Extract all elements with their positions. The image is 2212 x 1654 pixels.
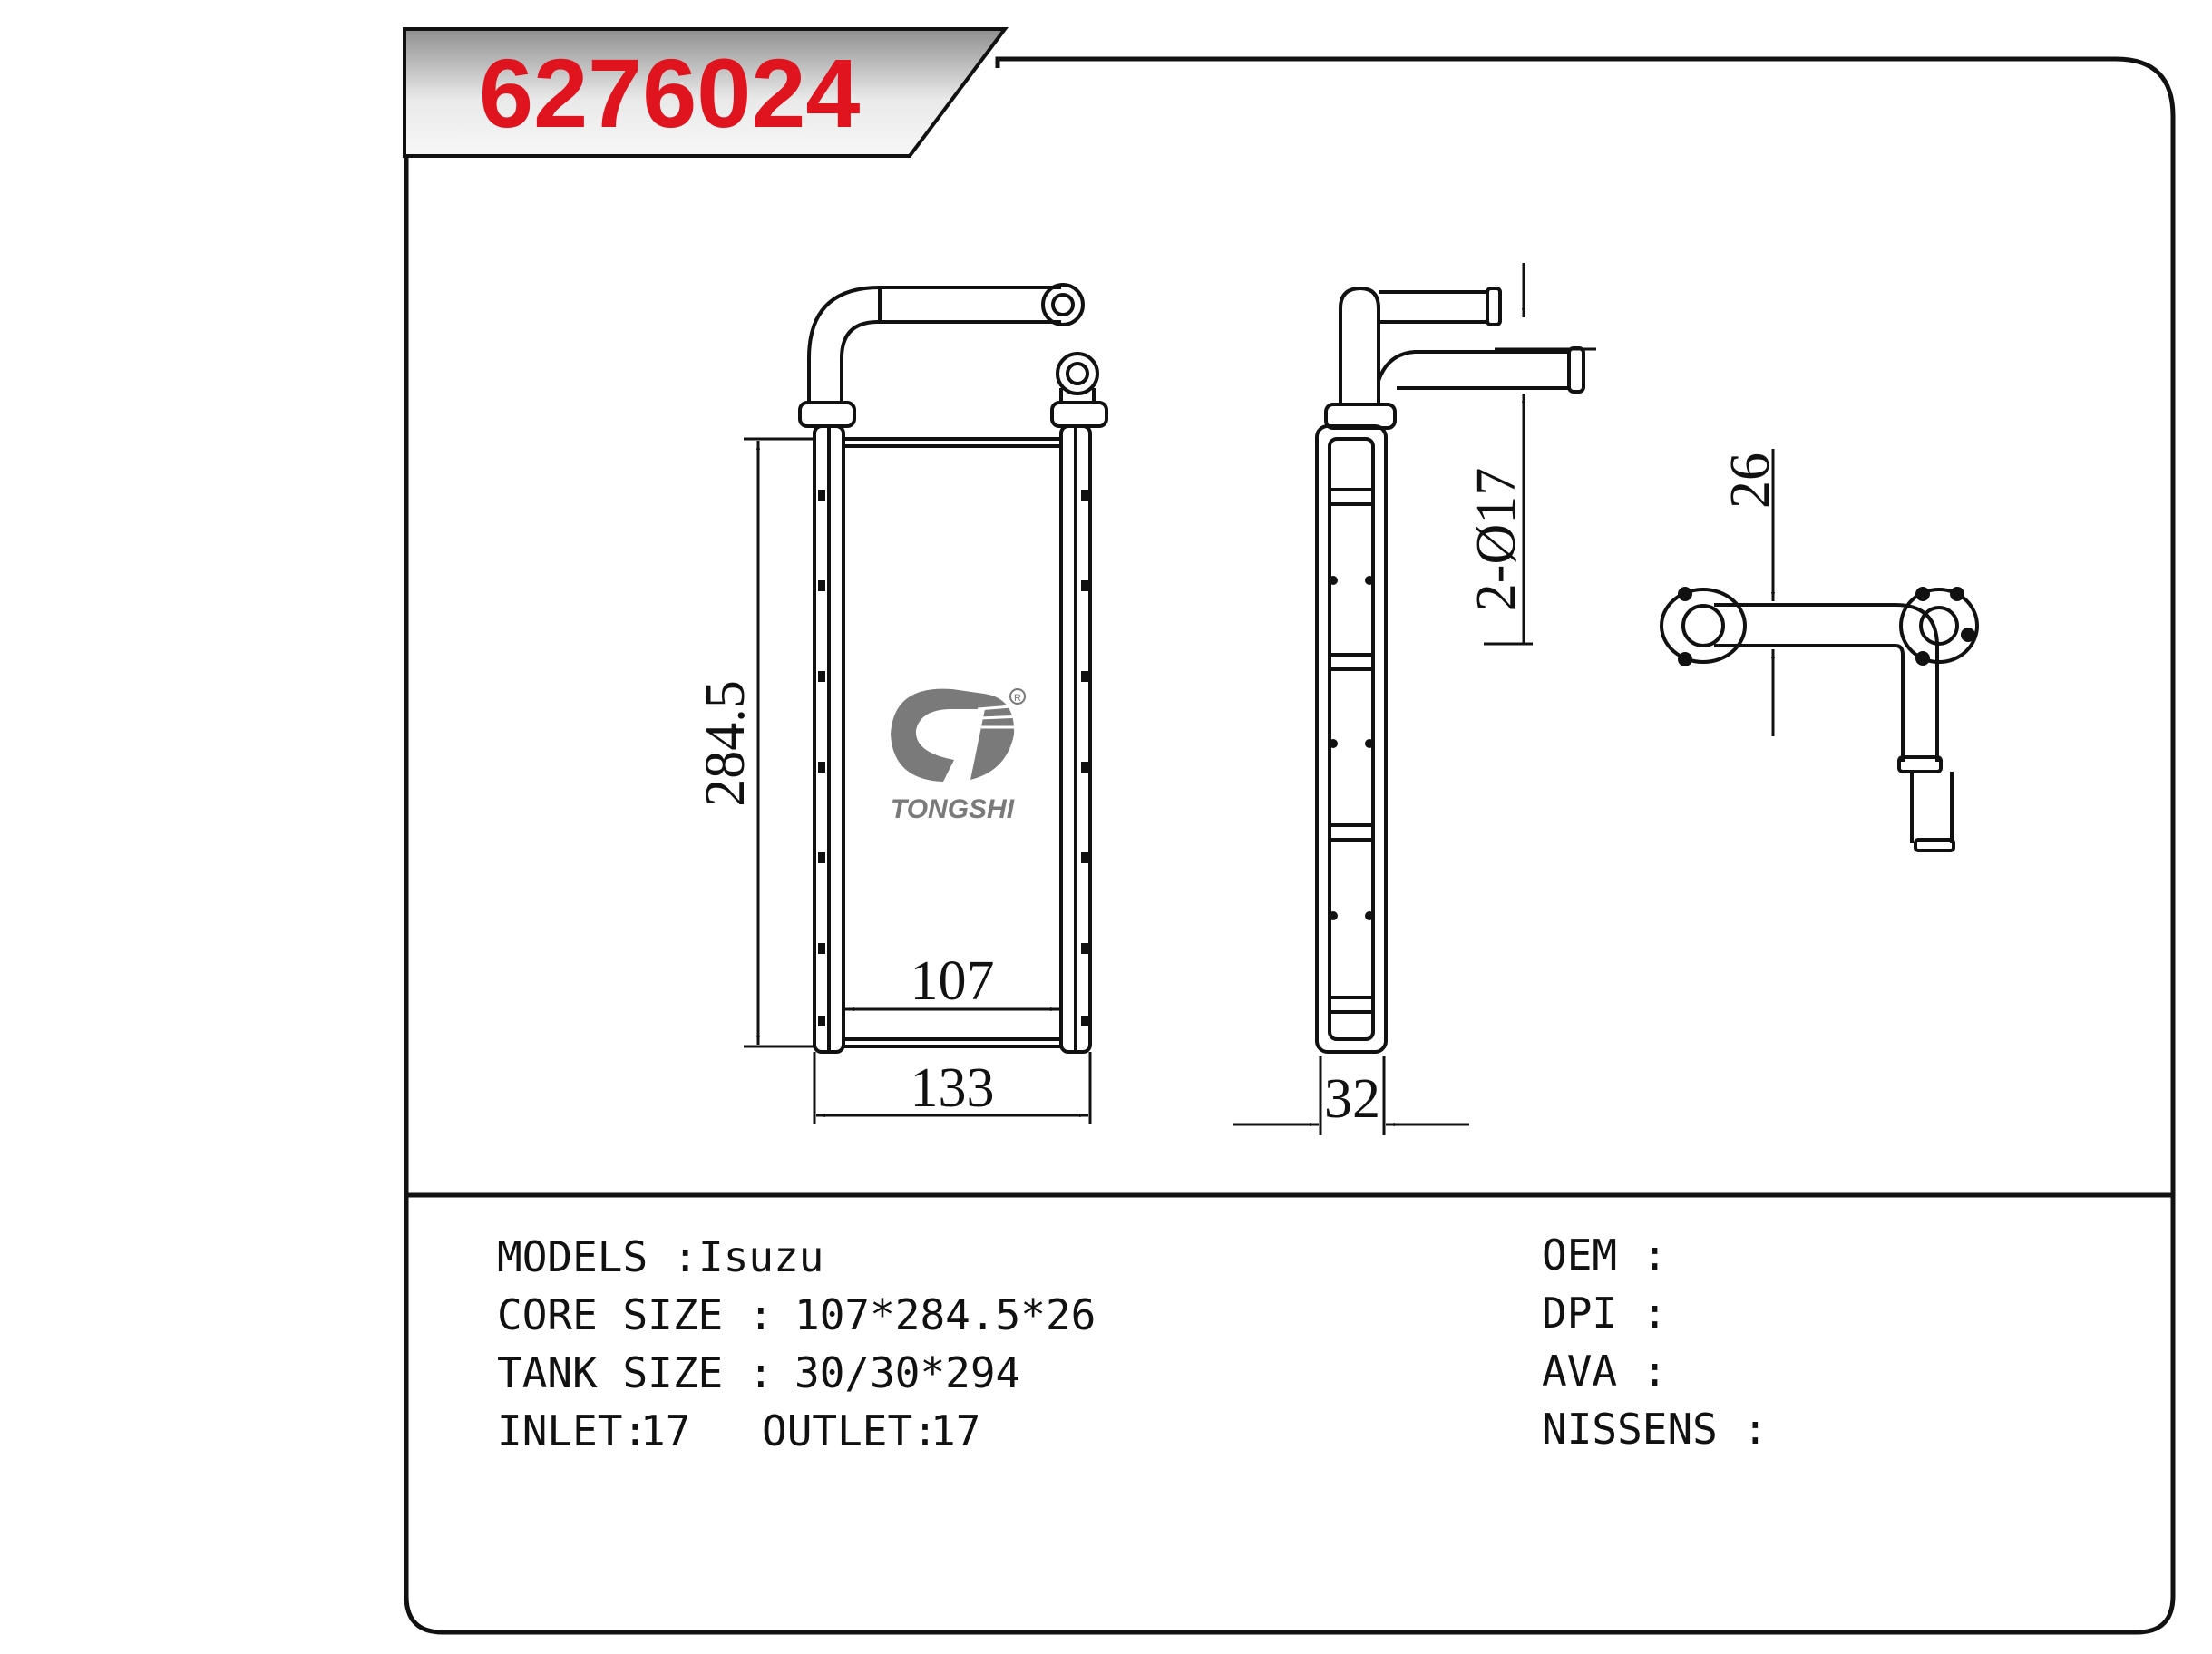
- dim-core-width-label: 107: [911, 950, 995, 1012]
- dpi-label: DPI :: [1542, 1289, 1667, 1338]
- dim-overall-width: 133: [813, 1052, 1092, 1124]
- drawing-frame: [404, 56, 2176, 1635]
- front-view: [798, 283, 1108, 1054]
- tank-size-value: 30/30*294: [794, 1348, 1020, 1397]
- dim-thickness: 32: [1233, 1056, 1469, 1135]
- dim-height-label: 284.5: [695, 680, 756, 807]
- models-value: Isuzu: [698, 1232, 823, 1281]
- side-view: [1315, 286, 1585, 1054]
- side-tank-dots: [1329, 576, 1374, 920]
- dim-pipe-diameter-label: 2-Ø17: [1466, 468, 1527, 611]
- oem-label: OEM :: [1542, 1231, 1667, 1279]
- dim-height: 284.5: [695, 437, 816, 1048]
- core-size-value: 107*284.5*26: [794, 1290, 1096, 1339]
- models-label: MODELS :: [497, 1232, 698, 1281]
- dim-overall-width-label: 133: [911, 1057, 995, 1119]
- outlet-value: 17: [931, 1406, 980, 1455]
- dim-thickness-label: 32: [1324, 1068, 1380, 1130]
- outlet-label: OUTLET:: [762, 1406, 938, 1455]
- top-view-fitting-marks: [1678, 587, 1975, 666]
- tongshi-logo: R TONGSHI: [891, 688, 1026, 824]
- tank-size-label: TANK SIZE :: [497, 1348, 774, 1397]
- inlet-value: 17: [640, 1406, 690, 1455]
- dim-pipe-diameter: 2-Ø17: [1466, 263, 1596, 646]
- part-number-banner: 6276024: [403, 27, 1009, 158]
- inlet-label: INLET:: [497, 1406, 648, 1455]
- dim-pipe-spacing-label: 26: [1720, 452, 1781, 509]
- dim-pipe-spacing: 26: [1720, 449, 1781, 736]
- dim-core-width: 107: [845, 950, 1059, 1012]
- front-tank-ticks: [818, 490, 1088, 1026]
- top-view: [1660, 588, 1979, 852]
- core-size-label: CORE SIZE :: [497, 1290, 774, 1339]
- nissens-label: NISSENS :: [1542, 1405, 1768, 1454]
- tongshi-logo-text: TONGSHI: [891, 794, 1015, 824]
- registered-mark: R: [1014, 693, 1021, 704]
- part-number: 6276024: [479, 38, 860, 148]
- spec-table: MODELS : Isuzu CORE SIZE : 107*284.5*26 …: [497, 1231, 1768, 1455]
- ava-label: AVA :: [1542, 1347, 1667, 1396]
